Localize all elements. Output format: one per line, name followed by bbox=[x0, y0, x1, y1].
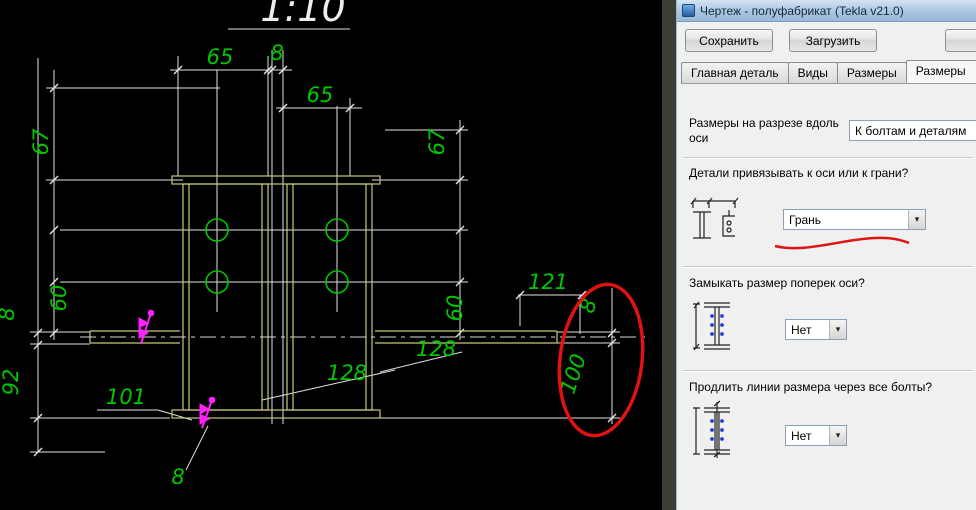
bind-question-label: Детали привязывать к оси или к грани? bbox=[689, 166, 909, 180]
tab-dimensions[interactable]: Размеры bbox=[836, 62, 907, 83]
axis-reference-dropdown[interactable]: К болтам и деталям ▾ bbox=[849, 120, 976, 141]
dialog-title: Чертеж - полуфабрикат (Tekla v21.0) bbox=[700, 3, 904, 18]
dim-label: 67 bbox=[29, 128, 53, 155]
load-button[interactable]: Загрузить bbox=[789, 29, 877, 52]
drawing-properties-dialog: Чертеж - полуфабрикат (Tekla v21.0) Сохр… bbox=[676, 0, 976, 510]
dimension-labels: 65 8 65 67 67 60 60 8 92 101 8 128 128 1… bbox=[0, 41, 602, 489]
dim-label: 101 bbox=[106, 385, 146, 409]
dim-label: 8 bbox=[270, 41, 283, 65]
bind-dropdown[interactable]: Грань ▾ bbox=[783, 209, 926, 230]
dimension-lines bbox=[30, 50, 620, 471]
axis-reference-value: К болтам и деталям bbox=[855, 123, 967, 138]
bind-value: Грань bbox=[789, 212, 822, 227]
annotation-ellipse bbox=[557, 282, 645, 438]
close-dimension-dropdown[interactable]: Нет ▾ bbox=[785, 319, 847, 340]
separator bbox=[683, 157, 973, 159]
separator bbox=[683, 266, 973, 268]
annotation-underline bbox=[774, 236, 910, 250]
chevron-down-icon: ▾ bbox=[829, 320, 846, 339]
separator bbox=[683, 370, 973, 372]
tab-dimensions-2[interactable]: Размеры bbox=[905, 60, 976, 83]
dim-label: 60 bbox=[47, 285, 71, 312]
extend-lines-dropdown[interactable]: Нет ▾ bbox=[785, 425, 847, 446]
dim-label: 128 bbox=[416, 337, 456, 361]
save-button[interactable]: Сохранить bbox=[685, 29, 773, 52]
tab-views[interactable]: Виды bbox=[787, 62, 838, 83]
chevron-down-icon: ▾ bbox=[829, 426, 846, 445]
cad-drawing-svg: 1:10 bbox=[0, 0, 648, 489]
extend-lines-value: Нет bbox=[791, 428, 812, 443]
view-scale-label: 1:10 bbox=[260, 0, 345, 30]
axis-section-label: Размеры на разрезе вдоль оси bbox=[689, 116, 839, 145]
dim-label: 67 bbox=[425, 128, 449, 155]
tick-marks bbox=[33, 65, 617, 457]
dim-label: 8 bbox=[171, 465, 184, 489]
app-icon bbox=[682, 4, 695, 17]
tabstrip: Главная деталь Виды Размеры Размеры bbox=[681, 60, 976, 84]
weld-symbol bbox=[138, 309, 155, 345]
dim-label: 60 bbox=[443, 295, 467, 322]
clipped-button[interactable] bbox=[945, 29, 976, 52]
bolt-circles bbox=[205, 218, 349, 294]
beam-section-icon bbox=[693, 301, 730, 351]
beam-outline bbox=[89, 175, 558, 419]
weld-symbol bbox=[199, 396, 216, 429]
dim-label: 8 bbox=[0, 307, 19, 320]
chevron-down-icon: ▾ bbox=[908, 210, 925, 229]
dialog-titlebar[interactable]: Чертеж - полуфабрикат (Tekla v21.0) bbox=[677, 0, 976, 22]
window-edge bbox=[662, 0, 676, 510]
dim-label: 92 bbox=[0, 369, 23, 396]
dim-label: 128 bbox=[327, 361, 367, 385]
dim-label: 65 bbox=[307, 83, 334, 107]
cad-drawing-canvas[interactable]: 1:10 bbox=[0, 0, 662, 510]
extend-question-label: Продлить линии размера через все болты? bbox=[689, 380, 933, 394]
dim-label: 121 bbox=[528, 270, 568, 294]
dim-label: 65 bbox=[207, 45, 234, 69]
beam-section-bolts-icon bbox=[693, 400, 730, 458]
close-question-label: Замыкать размер поперек оси? bbox=[689, 276, 865, 290]
close-dimension-value: Нет bbox=[791, 322, 812, 337]
tab-main-part[interactable]: Главная деталь bbox=[681, 62, 789, 83]
bind-option-icon bbox=[690, 197, 739, 239]
